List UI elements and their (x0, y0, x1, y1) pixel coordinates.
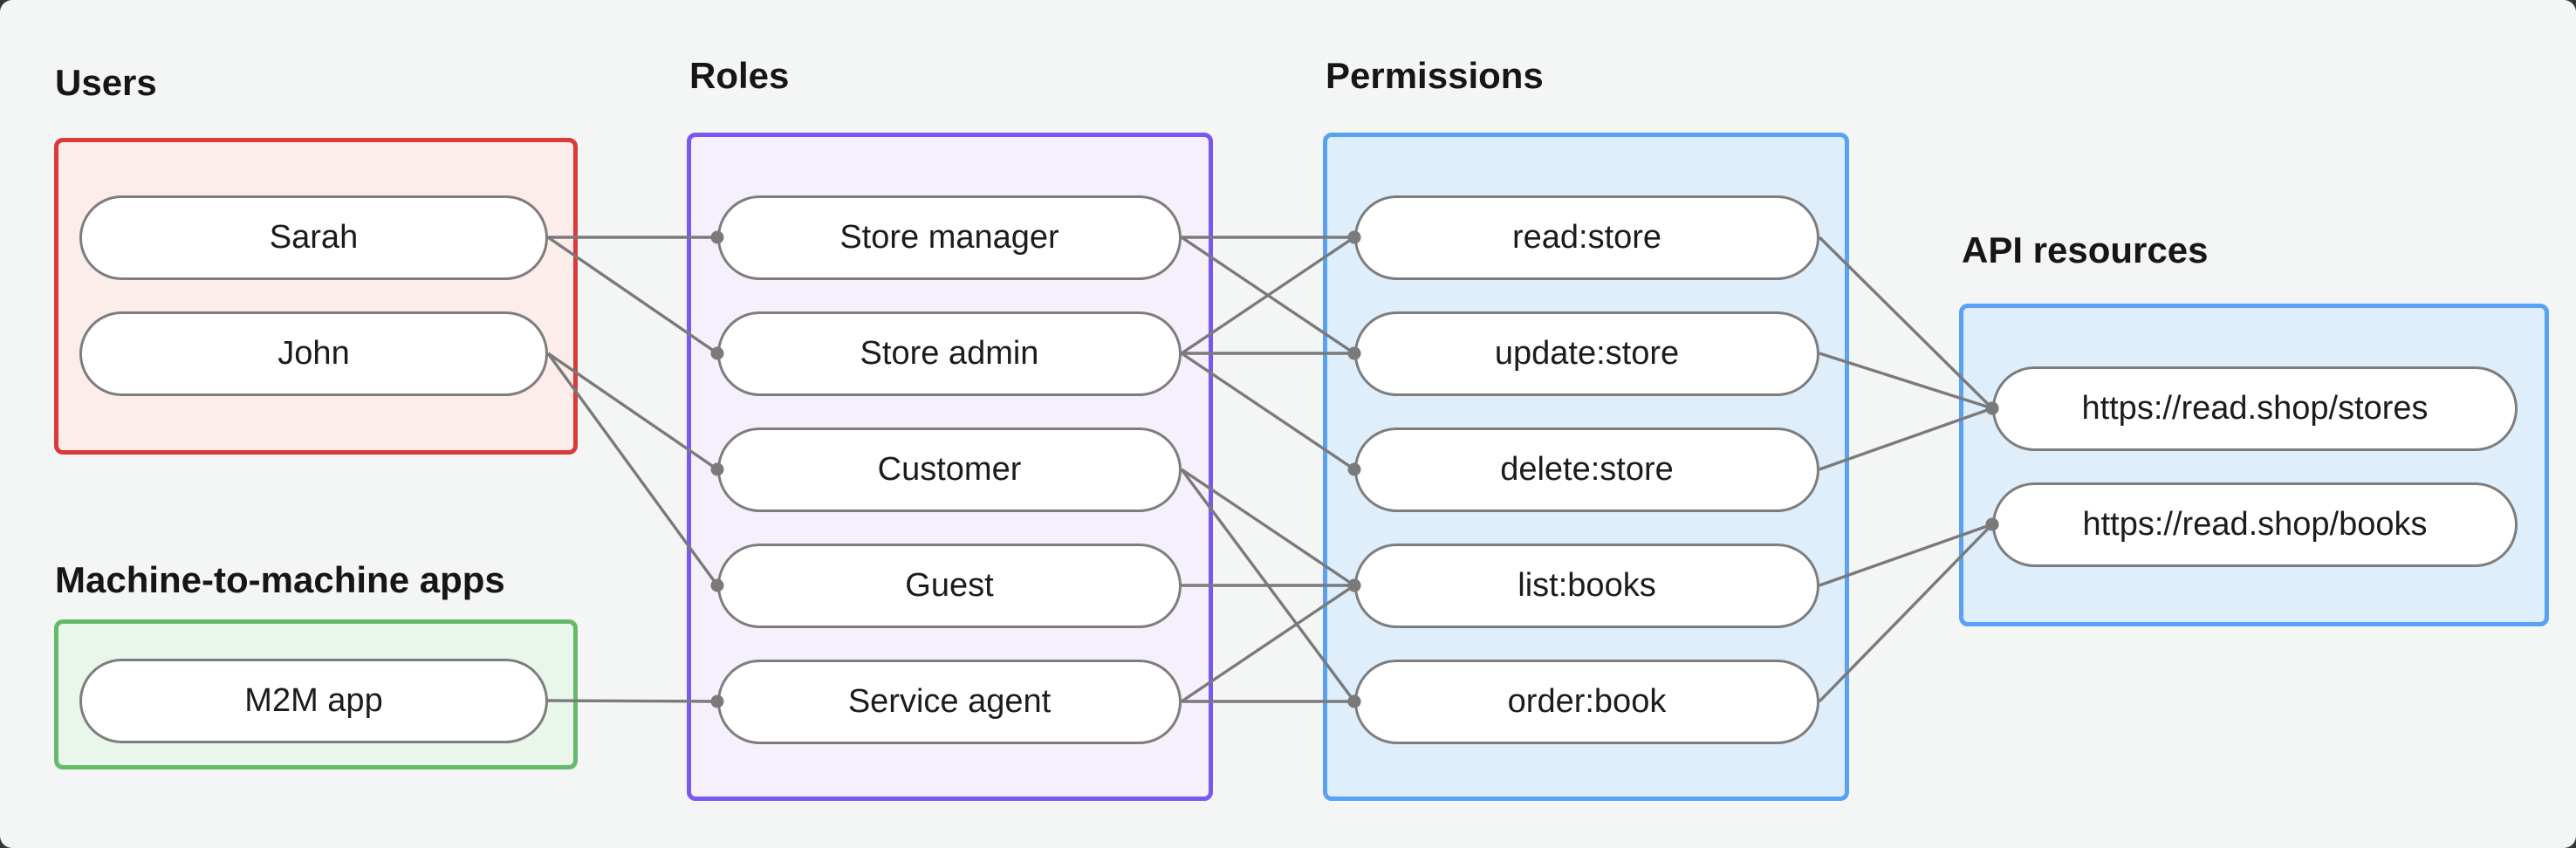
node-list-books: list:books (1354, 543, 1819, 628)
node-update-store: update:store (1354, 311, 1819, 396)
node-sarah: Sarah (79, 195, 548, 280)
node-order-book: order:book (1354, 659, 1819, 744)
group-box-api (1959, 304, 2549, 626)
node-store-manager: Store manager (717, 195, 1182, 280)
node-m2m-app: M2M app (79, 658, 548, 743)
node-customer: Customer (717, 427, 1182, 512)
group-box-users (54, 138, 578, 455)
node-delete-store: delete:store (1354, 427, 1819, 512)
group-label-api: API resources (1962, 229, 2209, 270)
group-label-permissions: Permissions (1326, 55, 1544, 96)
group-label-roles: Roles (689, 55, 790, 96)
group-label-users: Users (55, 62, 157, 103)
node-guest: Guest (717, 543, 1182, 628)
node-service-agent: Service agent (717, 659, 1182, 744)
node-john: John (79, 311, 548, 396)
group-label-m2m: Machine-to-machine apps (55, 559, 505, 600)
node-store-admin: Store admin (717, 311, 1182, 396)
node-books: https://read.shop/books (1992, 482, 2518, 567)
node-stores: https://read.shop/stores (1992, 366, 2518, 451)
node-read-store: read:store (1354, 195, 1819, 280)
